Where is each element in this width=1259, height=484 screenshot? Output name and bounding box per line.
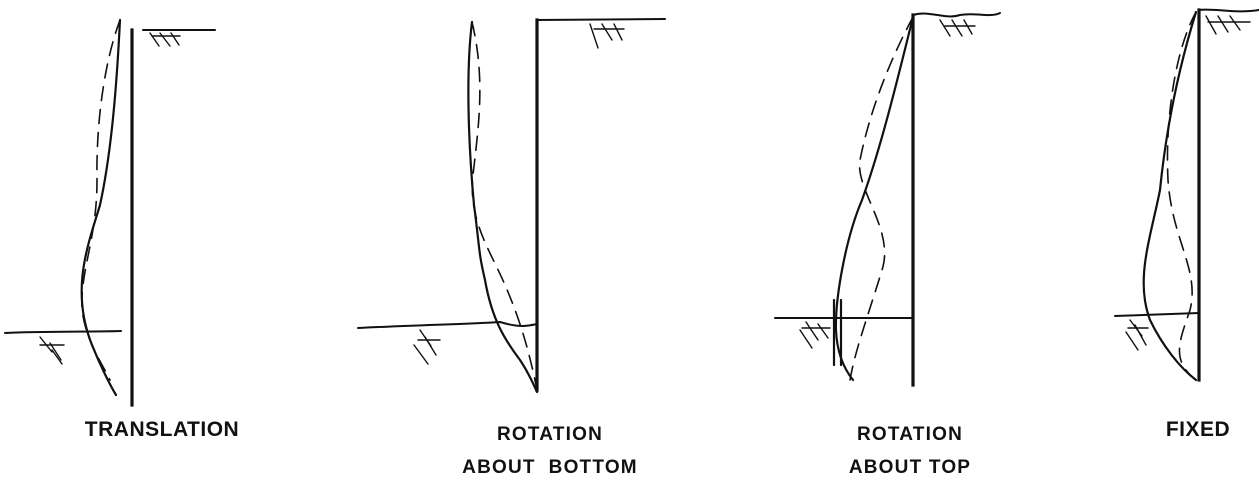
panel-rotation-about-top — [774, 12, 1001, 387]
caption-rotation-about-bottom-line-2: ABOUT BOTTOM — [462, 457, 638, 478]
rotation-bottom-bottom-ground — [357, 320, 538, 329]
translation-bottom-ground — [4, 330, 122, 334]
rotation-bottom-top-hatch — [589, 23, 625, 49]
caption-rotation-about-bottom-line-1: ROTATION — [497, 424, 603, 445]
panel-translation — [4, 18, 216, 407]
caption-fixed: FIXED — [1148, 418, 1248, 442]
fixed-moment-curve — [1142, 10, 1198, 382]
rotation-top-bottom-hatch — [799, 321, 831, 349]
caption-translation: TRANSLATION — [62, 418, 262, 442]
translation-deflection-curve — [81, 19, 121, 381]
caption-translation-line-1: TRANSLATION — [84, 418, 240, 441]
caption-rotation-about-bottom: ROTATION ABOUT BOTTOM — [440, 418, 660, 484]
rotation-bottom-deflection-curve — [471, 21, 538, 391]
translation-moment-curve — [80, 18, 122, 397]
caption-rotation-about-top-line-1: ROTATION — [857, 424, 963, 445]
rotation-bottom-top-ground — [536, 18, 666, 21]
rotation-bottom-moment-curve — [467, 20, 539, 394]
panel-fixed — [1114, 8, 1259, 382]
translation-top-hatch — [149, 32, 181, 47]
rotation-bottom-bottom-hatch — [413, 329, 441, 365]
rotation-top-deflection-curve — [849, 16, 914, 381]
rotation-top-top-hatch — [939, 19, 976, 37]
caption-rotation-about-top: ROTATION ABOUT TOP — [820, 418, 1000, 484]
caption-fixed-line-1: FIXED — [1165, 418, 1231, 441]
fixed-bottom-hatch — [1125, 319, 1149, 351]
rotation-top-top-ground — [912, 12, 1001, 18]
rotation-top-moment-curve — [834, 15, 915, 382]
fixed-bottom-ground — [1114, 312, 1200, 317]
caption-rotation-about-top-line-2: ABOUT TOP — [848, 457, 972, 478]
fixed-top-ground — [1198, 8, 1259, 13]
fixed-top-hatch — [1205, 15, 1251, 35]
translation-bottom-hatch — [39, 336, 65, 365]
panel-rotation-about-bottom — [357, 18, 666, 394]
